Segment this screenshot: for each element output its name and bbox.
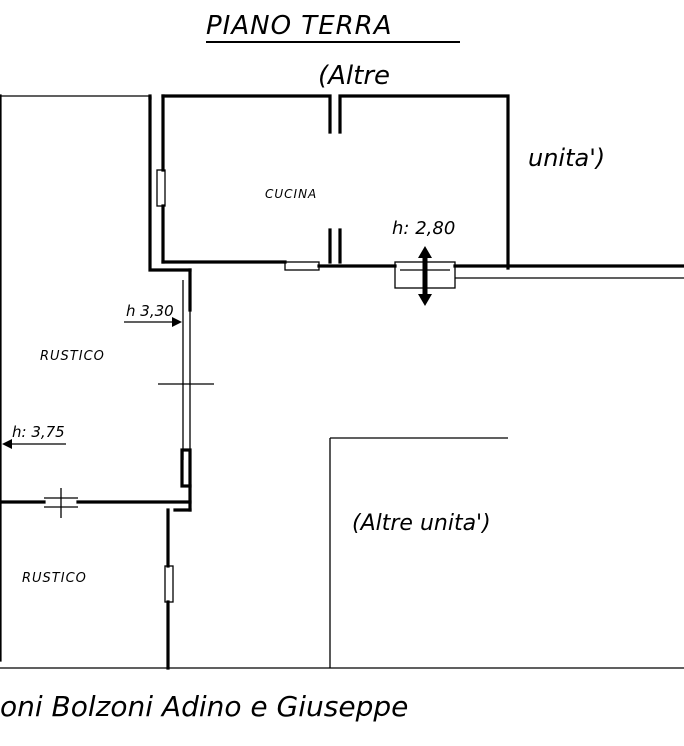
altre-unita-top-label-1: (Altre — [318, 61, 390, 91]
rustico-lower-label: RUSTICO — [22, 571, 87, 586]
rustico-top-height-arrow — [124, 317, 182, 327]
altre-unita-right-label: (Altre unita') — [352, 511, 491, 536]
owners-caption: oni Bolzoni Adino e Giuseppe — [0, 690, 408, 723]
altre-unita-top-label-2: unita') — [528, 144, 605, 172]
altre-unita-right-block — [329, 437, 508, 668]
rustico-left-height-arrow — [2, 439, 66, 449]
rustico-top-height-label: h 3,30 — [126, 302, 174, 320]
rustico-lower-walls — [164, 508, 174, 670]
cucina-label: CUCINA — [265, 187, 317, 201]
cucina-height-label: h: 2,80 — [392, 218, 455, 239]
rustico-upper-label: RUSTICO — [40, 349, 105, 364]
kitchen-height-arrow — [418, 246, 432, 306]
rustico-left-height-label: h: 3,75 — [12, 423, 65, 441]
rustico-upper-walls — [0, 94, 214, 662]
kitchen-walls — [148, 94, 684, 289]
plan-title: PIANO TERRA — [206, 11, 393, 41]
